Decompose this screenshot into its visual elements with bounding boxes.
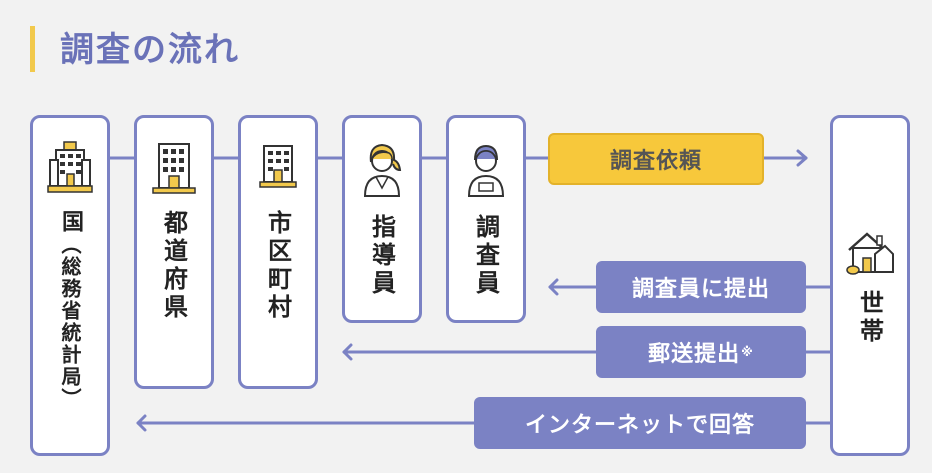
man-person-icon — [463, 140, 509, 202]
node-todofuken-label: 都道府県 — [159, 210, 188, 322]
node-shichoson: 市区町村 — [238, 115, 318, 389]
node-shidoin: 指導員 — [342, 115, 422, 323]
flow-mail-label: 郵送提出※ — [596, 326, 806, 378]
flow-internet-label: インターネットで回答 — [474, 397, 806, 449]
flow-mail-text: 郵送提出 — [648, 342, 741, 367]
house-icon — [845, 226, 895, 280]
node-kuni-name: 国 — [58, 210, 83, 234]
arrow-request-head — [796, 149, 808, 167]
arrow-mail-head — [342, 343, 353, 361]
flow-submit-label: 調査員に提出 — [596, 261, 806, 313]
node-chosain-label: 調査員 — [471, 214, 500, 298]
title-accent-bar — [30, 26, 35, 72]
node-kuni: 国（総務省統計局） — [30, 115, 110, 456]
node-shidoin-label: 指導員 — [367, 214, 396, 298]
node-kuni-sub: （総務省統計局） — [58, 234, 82, 410]
government-building-icon — [46, 140, 94, 198]
node-setai: 世帯 — [830, 115, 910, 456]
town-hall-icon — [258, 140, 298, 192]
page-title: 調査の流れ — [60, 30, 240, 70]
flow-request-label: 調査依頼 — [548, 133, 764, 185]
node-todofuken: 都道府県 — [134, 115, 214, 389]
arrow-submit-head — [548, 278, 559, 296]
node-setai-label: 世帯 — [855, 290, 884, 346]
node-chosain: 調査員 — [446, 115, 526, 323]
woman-person-icon — [359, 140, 405, 202]
office-building-icon — [151, 140, 197, 198]
flow-mail-note-mark: ※ — [741, 345, 754, 359]
node-kuni-label: 国（総務省統計局） — [54, 210, 86, 410]
arrow-internet-head — [136, 414, 147, 432]
node-shichoson-label: 市区町村 — [263, 210, 292, 322]
